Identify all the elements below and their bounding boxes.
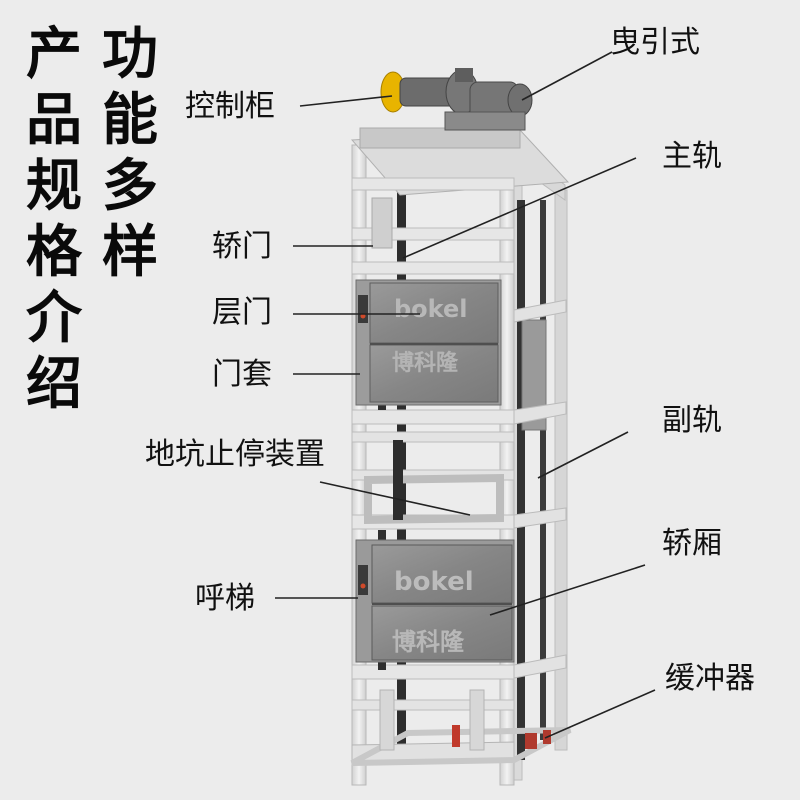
leader-control-cabinet [299,95,393,107]
label-car: 轿厢 [662,526,722,561]
label-landing-door: 层门 [212,295,272,330]
headline-left-column: 产品规格介绍 [26,22,82,417]
aux-rail [540,200,546,740]
brand-latin-upper: bokel [394,295,468,323]
label-pit-stop: 地坑止停装置 [145,437,325,472]
label-control-cabinet: 控制柜 [185,89,275,124]
brand-chinese-lower: 博科隆 [392,628,465,656]
leader-car [489,564,646,616]
label-main-rail: 主轨 [662,139,722,174]
leader-lines [275,51,656,739]
call-button-panel [358,565,368,595]
buffer [452,725,460,747]
label-door-frame: 门套 [212,357,272,392]
leader-traction [521,51,613,101]
shaft-frame [350,127,572,786]
car: bokel 博科隆 [355,539,515,663]
upper-landing-door: bokel 博科隆 [355,279,502,406]
headline-right-column: 功能多样 [102,22,158,285]
label-car-door: 轿门 [212,229,272,264]
label-traction: 曳引式 [610,25,700,60]
leader-buffer [544,689,656,739]
label-buffer: 缓冲器 [665,661,755,696]
leader-aux-rail [537,431,629,479]
leader-main-rail [402,157,637,259]
upper-call-panel [358,295,368,323]
brand-latin-lower: bokel [394,567,474,597]
traction-machine [380,68,533,131]
brand-chinese-upper: 博科隆 [392,350,459,376]
label-call-button: 呼梯 [195,581,255,616]
leader-pit-stop [319,481,471,516]
label-aux-rail: 副轨 [662,403,722,438]
